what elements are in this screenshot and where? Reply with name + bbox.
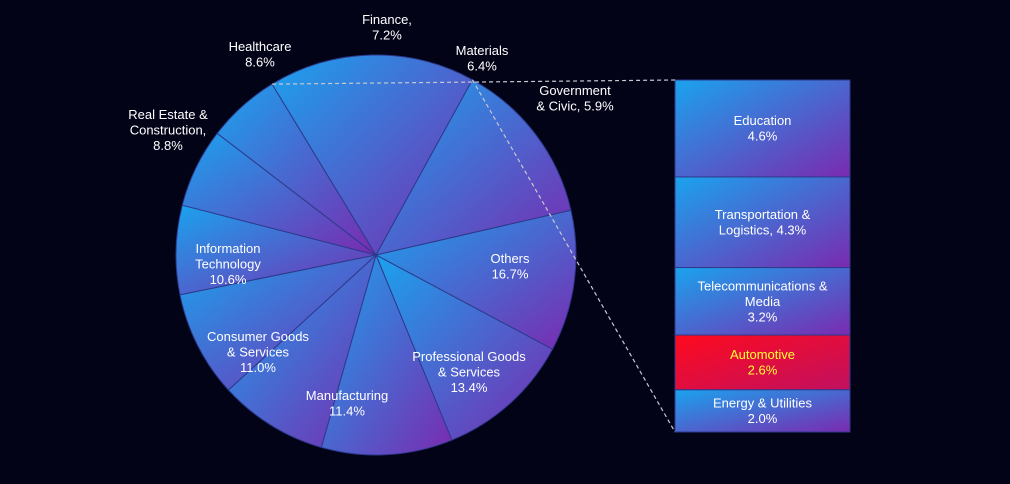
pie-label-real-estate-construction: Real Estate &Construction,8.8% bbox=[128, 107, 208, 153]
pie bbox=[175, 54, 577, 456]
bar-segment-automotive bbox=[674, 334, 851, 391]
pie-slice-information-technology bbox=[320, 253, 453, 456]
pie-slice-real-estate-construction bbox=[227, 253, 377, 449]
pie-slice-manufacturing bbox=[374, 209, 577, 350]
bar-label-transportation: Transportation &Logistics, 4.3% bbox=[715, 207, 811, 238]
pie-label-finance: Finance,7.2% bbox=[362, 12, 412, 43]
connector-line-bottom bbox=[471, 79, 676, 433]
pie-label-government: Government& Civic, 5.9% bbox=[536, 83, 614, 114]
bar-segment-education bbox=[674, 79, 851, 178]
bar-segment-transportation bbox=[674, 176, 851, 269]
pie-slice-professional-goods-services bbox=[375, 79, 572, 256]
bar-segment-telecommunications bbox=[674, 267, 851, 336]
pie-slice-others bbox=[271, 54, 474, 256]
bar-segment-energy bbox=[674, 389, 851, 433]
pie-slice-consumer-goods-services bbox=[375, 253, 554, 441]
connector-lines bbox=[272, 79, 676, 433]
breakdown-bar bbox=[674, 79, 851, 433]
pie-slice-healthcare bbox=[179, 254, 378, 391]
